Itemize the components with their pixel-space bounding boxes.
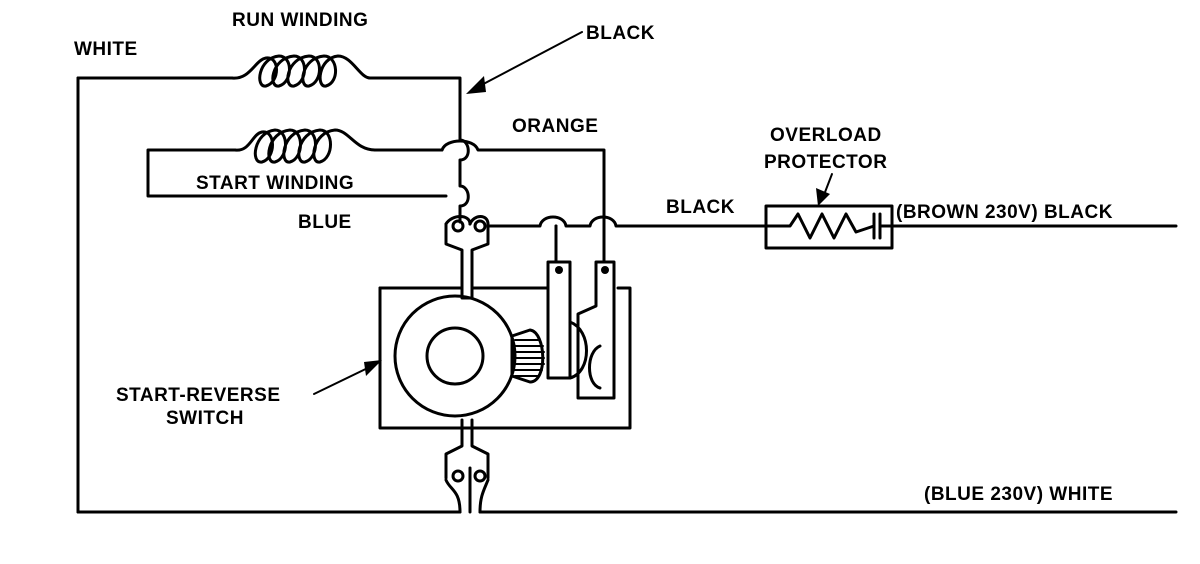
switch-label-line2: SWITCH (166, 408, 244, 429)
orange-label: ORANGE (512, 116, 598, 137)
run-winding-label: RUN WINDING (232, 10, 368, 31)
top-terminal-block (444, 215, 490, 300)
run-winding (76, 54, 462, 514)
blue-label: BLUE (298, 212, 352, 233)
black-top-label: BLACK (586, 23, 655, 44)
start-winding-label: START WINDING (196, 173, 354, 194)
black-mid-label: BLACK (666, 197, 735, 218)
bottom-terminal-block (444, 418, 490, 514)
brown-black-label: (BROWN 230V) BLACK (896, 202, 1113, 223)
common-wire (440, 138, 606, 264)
overload-protector (764, 173, 1178, 250)
switch-label-line1: START-REVERSE (116, 385, 281, 406)
black-arrow (466, 31, 583, 94)
overload-label-line1: OVERLOAD (770, 125, 882, 146)
blue-white-label: (BLUE 230V) WHITE (924, 484, 1113, 505)
overload-label-line2: PROTECTOR (764, 152, 887, 173)
switch-arrow (313, 360, 382, 395)
start-winding (146, 128, 444, 198)
white-left-label: WHITE (74, 39, 138, 60)
line-wire (486, 215, 772, 264)
switch-housing (378, 260, 632, 430)
